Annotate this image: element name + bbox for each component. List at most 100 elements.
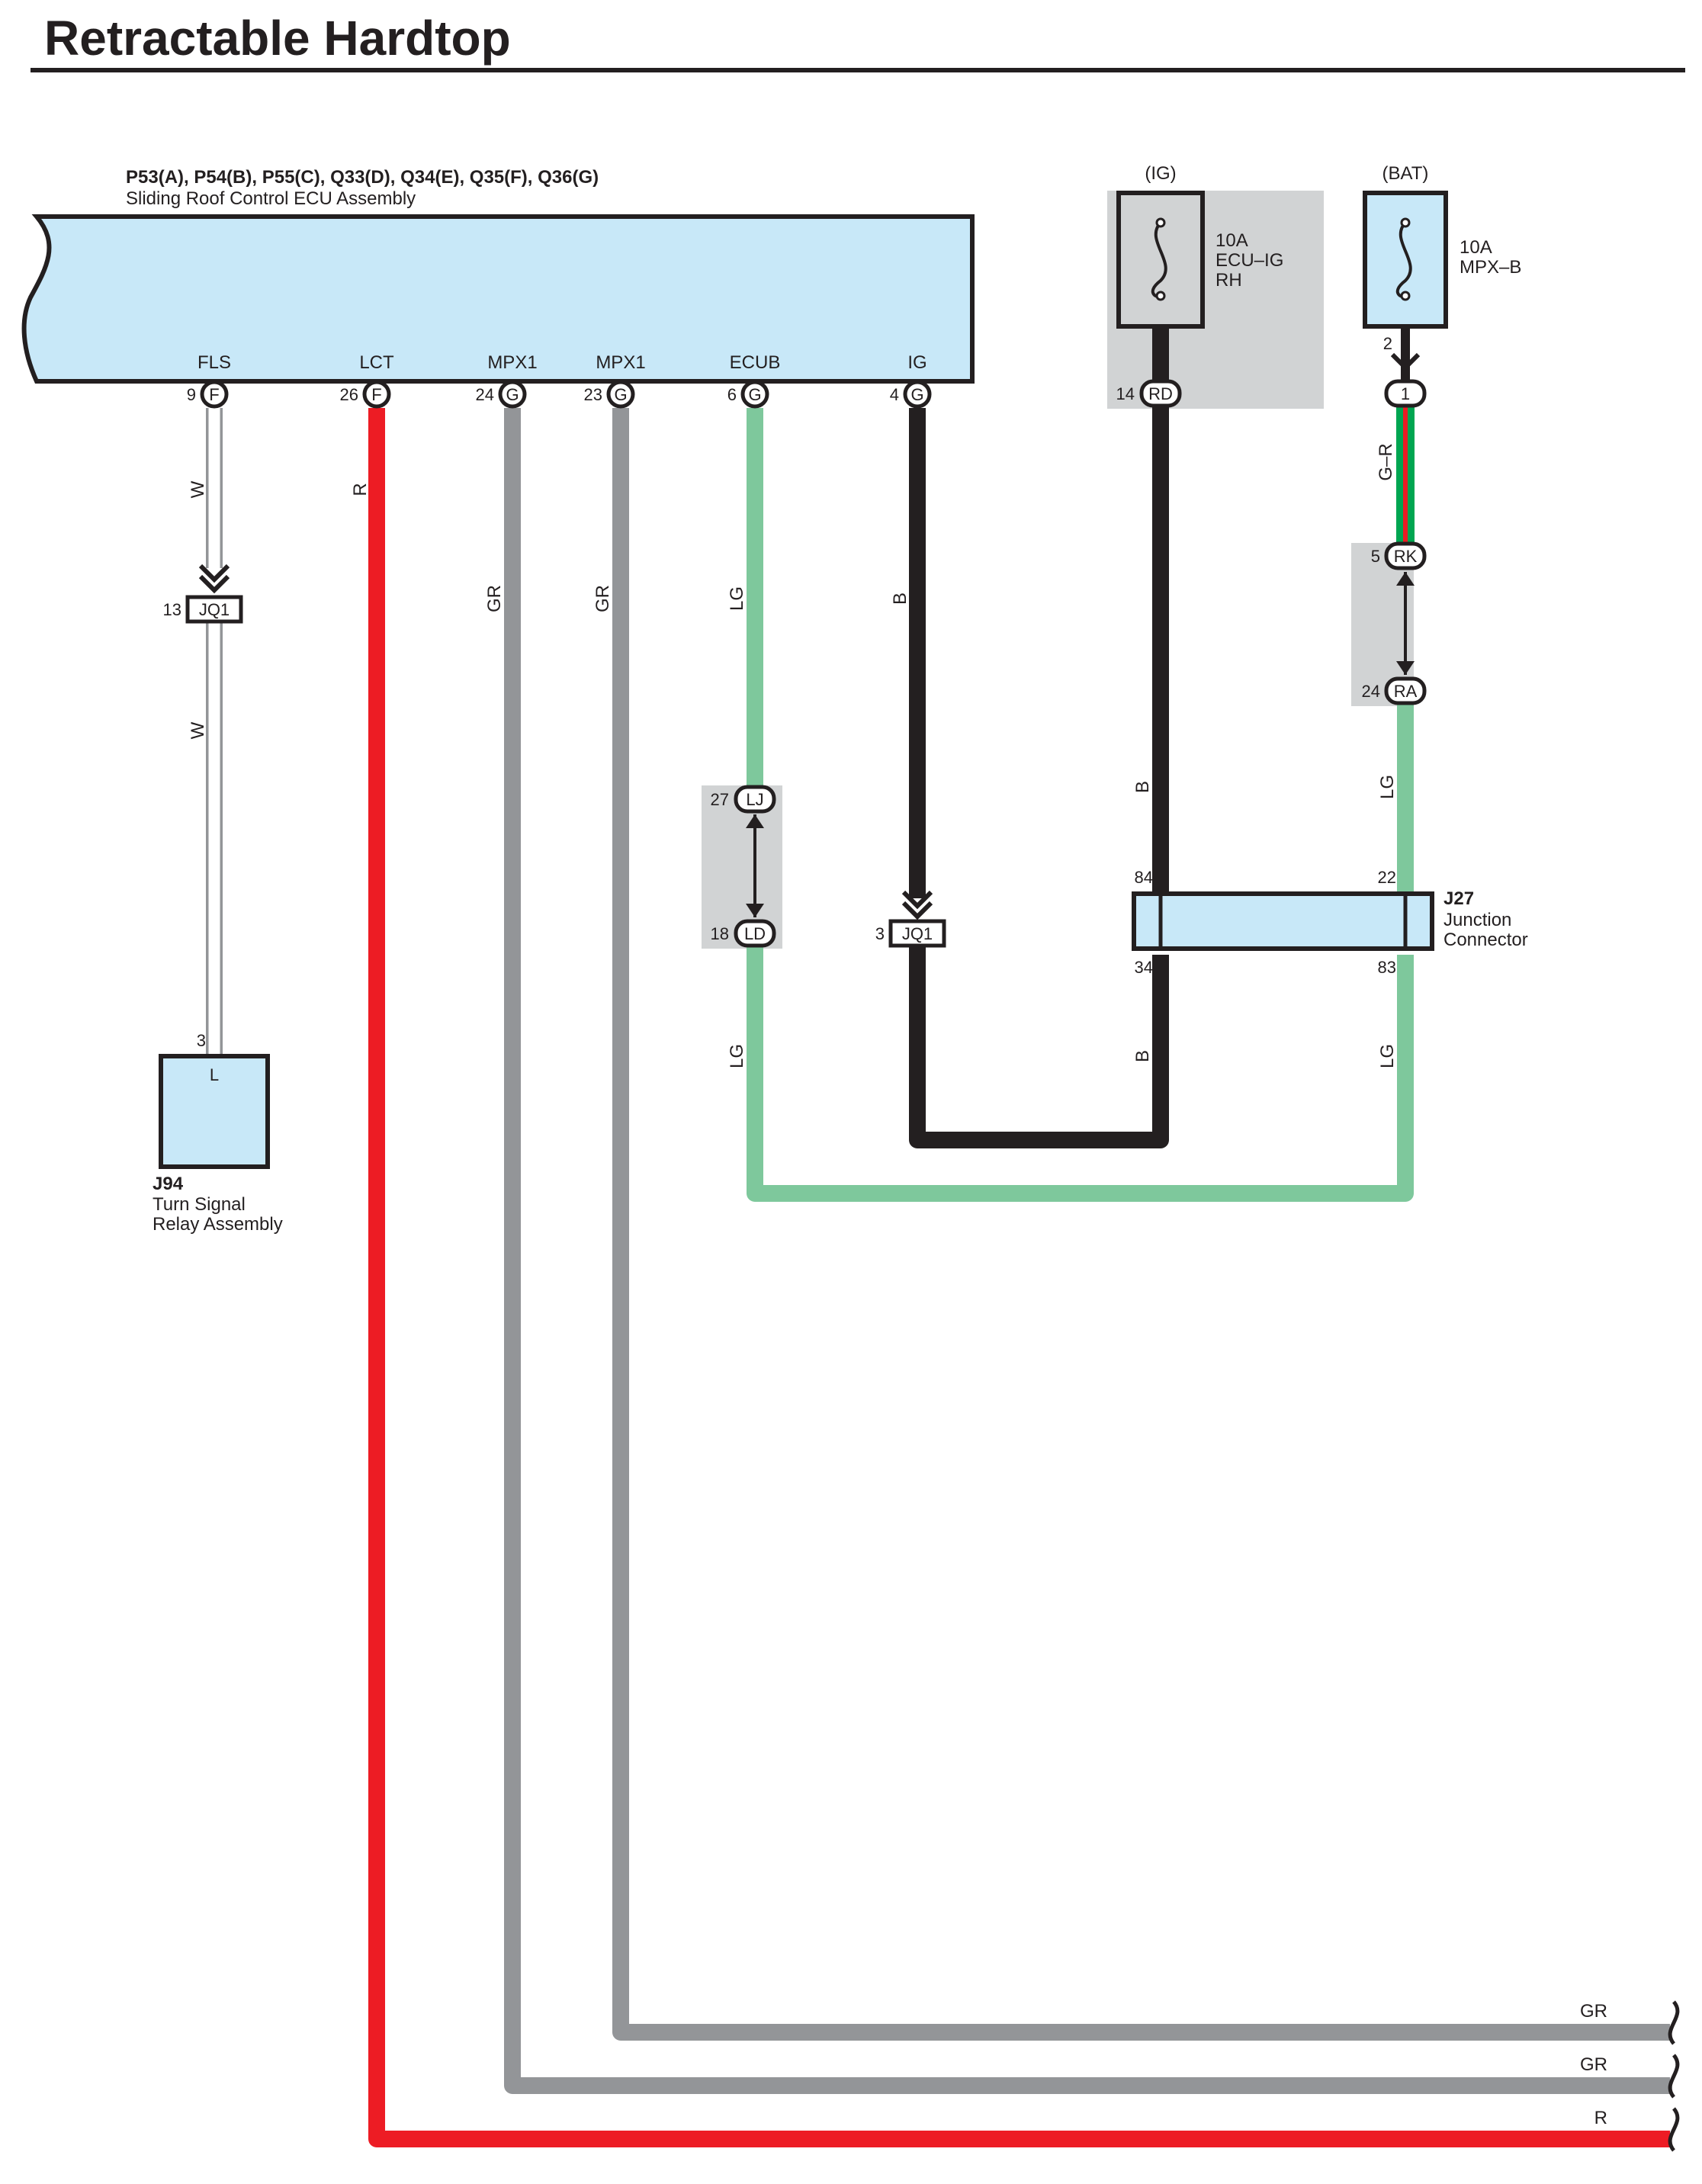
label-mpx1-b: GR (592, 585, 613, 612)
wire-mpx1-a-gr (504, 408, 1670, 2094)
wire-ecub-lg (747, 408, 1414, 1202)
j27-name-1: Junction (1443, 910, 1511, 930)
ecu-body (21, 214, 975, 384)
bat-fuse-name: MPX–B (1460, 257, 1521, 278)
label-bat-wire: G–R (1376, 443, 1396, 480)
rk-connector (1384, 541, 1427, 570)
ld-pin-number: 18 (711, 924, 729, 943)
j94-terminal-label: L (210, 1065, 219, 1084)
label-j27-lower: LG (1377, 1044, 1398, 1068)
j27-pin-34: 34 (1135, 958, 1153, 977)
label-rd-upper: B (1132, 781, 1153, 793)
svg-text:6: 6 (727, 385, 737, 404)
jq1-ig-pin: 3 (875, 924, 885, 943)
rd-pin-number: 14 (1116, 384, 1135, 403)
ecu-terminal-conn-letters: F F G G G G (209, 385, 923, 404)
bat-chevron-icon (1390, 352, 1421, 371)
ecu-terminal-pin-numbers: 9 26 24 23 6 4 (187, 385, 899, 404)
ig-fuse-name-2: RH (1215, 270, 1242, 291)
jq1-fls-connector (185, 595, 243, 624)
j94-name-2: Relay Assembly (153, 1214, 283, 1235)
bat-fuse-pin: 2 (1383, 334, 1392, 353)
ecu-terminal-mpx1-b-label: MPX1 (596, 352, 645, 373)
page-title: Retractable Hardtop (44, 11, 511, 66)
svg-text:G: G (910, 385, 923, 404)
label-exit-r: R (1594, 2108, 1607, 2128)
svg-text:G: G (748, 385, 761, 404)
label-rd-lower: B (1132, 1050, 1153, 1062)
label-ra-wire: LG (1377, 775, 1398, 799)
label-fls-upper: W (188, 480, 208, 498)
ig-fuse-rating: 10A (1215, 230, 1248, 251)
ra-connector (1384, 676, 1427, 705)
rd-connector (1139, 379, 1182, 408)
ra-pin-number: 24 (1362, 682, 1380, 701)
svg-text:G: G (614, 385, 627, 404)
label-ld-wire: LG (727, 1044, 747, 1068)
wire-lct-r (368, 408, 1670, 2147)
lj-pin-number: 27 (711, 790, 729, 809)
rk-connector-label: RK (1394, 547, 1418, 566)
svg-text:9: 9 (187, 385, 196, 404)
ecu-name-label: Sliding Roof Control ECU Assembly (126, 188, 416, 209)
mpx-b-fuse (1363, 191, 1448, 329)
svg-text:23: 23 (584, 385, 602, 404)
j94-id: J94 (153, 1174, 184, 1194)
label-ecub: LG (727, 586, 747, 611)
wire-bat-gr (1396, 403, 1415, 548)
ig-fuse-name: ECU–IG (1215, 250, 1283, 271)
svg-text:24: 24 (476, 385, 494, 404)
ld-connector-label: LD (744, 924, 766, 943)
j27-pin-83: 83 (1378, 958, 1396, 977)
svg-text:4: 4 (890, 385, 899, 404)
wire-break-marks (1668, 2000, 1680, 2152)
bat-supply-label: (BAT) (1382, 163, 1429, 184)
j27-pin-22: 22 (1378, 868, 1396, 887)
svg-text:26: 26 (340, 385, 358, 404)
jq1-ig-connector (888, 919, 946, 948)
bat-connector-label: 1 (1401, 384, 1410, 403)
ecu-terminal-fls-label: FLS (197, 352, 231, 373)
ig-fuse-block-shade (1107, 191, 1324, 409)
ra-arrow-down-icon (1396, 661, 1415, 675)
label-mpx1-a: GR (484, 585, 505, 612)
bat-fuse-rating: 10A (1460, 237, 1492, 258)
ig-supply-label: (IG) (1145, 163, 1176, 184)
j27-junction-connector (1132, 891, 1434, 951)
label-fls-lower: W (188, 721, 208, 739)
jq1-fls-pin: 13 (163, 600, 181, 619)
j27-pin-84: 84 (1135, 868, 1153, 887)
ecu-terminal-ecub-label: ECUB (730, 352, 781, 373)
lj-connector (734, 785, 776, 814)
wire-jq1-j27-b (909, 946, 1169, 1148)
ra-connector-label: RA (1394, 682, 1418, 701)
svg-text:F: F (371, 385, 381, 404)
ld-arrow-down-icon (746, 904, 764, 917)
jq1-fls-chevron-icon (198, 564, 230, 594)
j27-name-2: Connector (1443, 930, 1528, 950)
label-lct: R (350, 483, 371, 496)
ecu-terminal-ig-label: IG (907, 352, 926, 373)
j94-name-1: Turn Signal (153, 1194, 246, 1215)
rd-connector-label: RD (1148, 384, 1173, 403)
wire-color-labels: W W R GR GR LG B B B G–R LG LG LG GR GR … (188, 443, 1607, 2128)
jq1-ig-chevron-icon (901, 890, 933, 920)
rk-arrow-up-icon (1396, 572, 1415, 586)
label-ig: B (890, 593, 910, 605)
rk-pin-number: 5 (1371, 547, 1380, 566)
ecu-terminal-lct-label: LCT (359, 352, 394, 373)
lj-connector-label: LJ (746, 790, 763, 809)
bat-connector-1 (1384, 379, 1427, 408)
svg-text:F: F (209, 385, 219, 404)
j94-turn-signal-relay (159, 1054, 270, 1169)
wire-mpx1-b-gr (612, 408, 1670, 2041)
ecu-connectors-label: P53(A), P54(B), P55(C), Q33(D), Q34(E), … (126, 167, 599, 188)
svg-text:G: G (506, 385, 519, 404)
ecu-terminal-pins (200, 380, 932, 409)
label-exit-gr-2: GR (1580, 2054, 1607, 2075)
ecu-terminal-mpx1-a-label: MPX1 (487, 352, 537, 373)
label-exit-gr-1: GR (1580, 2001, 1607, 2022)
j94-pin-number: 3 (197, 1031, 206, 1050)
jq1-fls-label: JQ1 (199, 600, 230, 619)
